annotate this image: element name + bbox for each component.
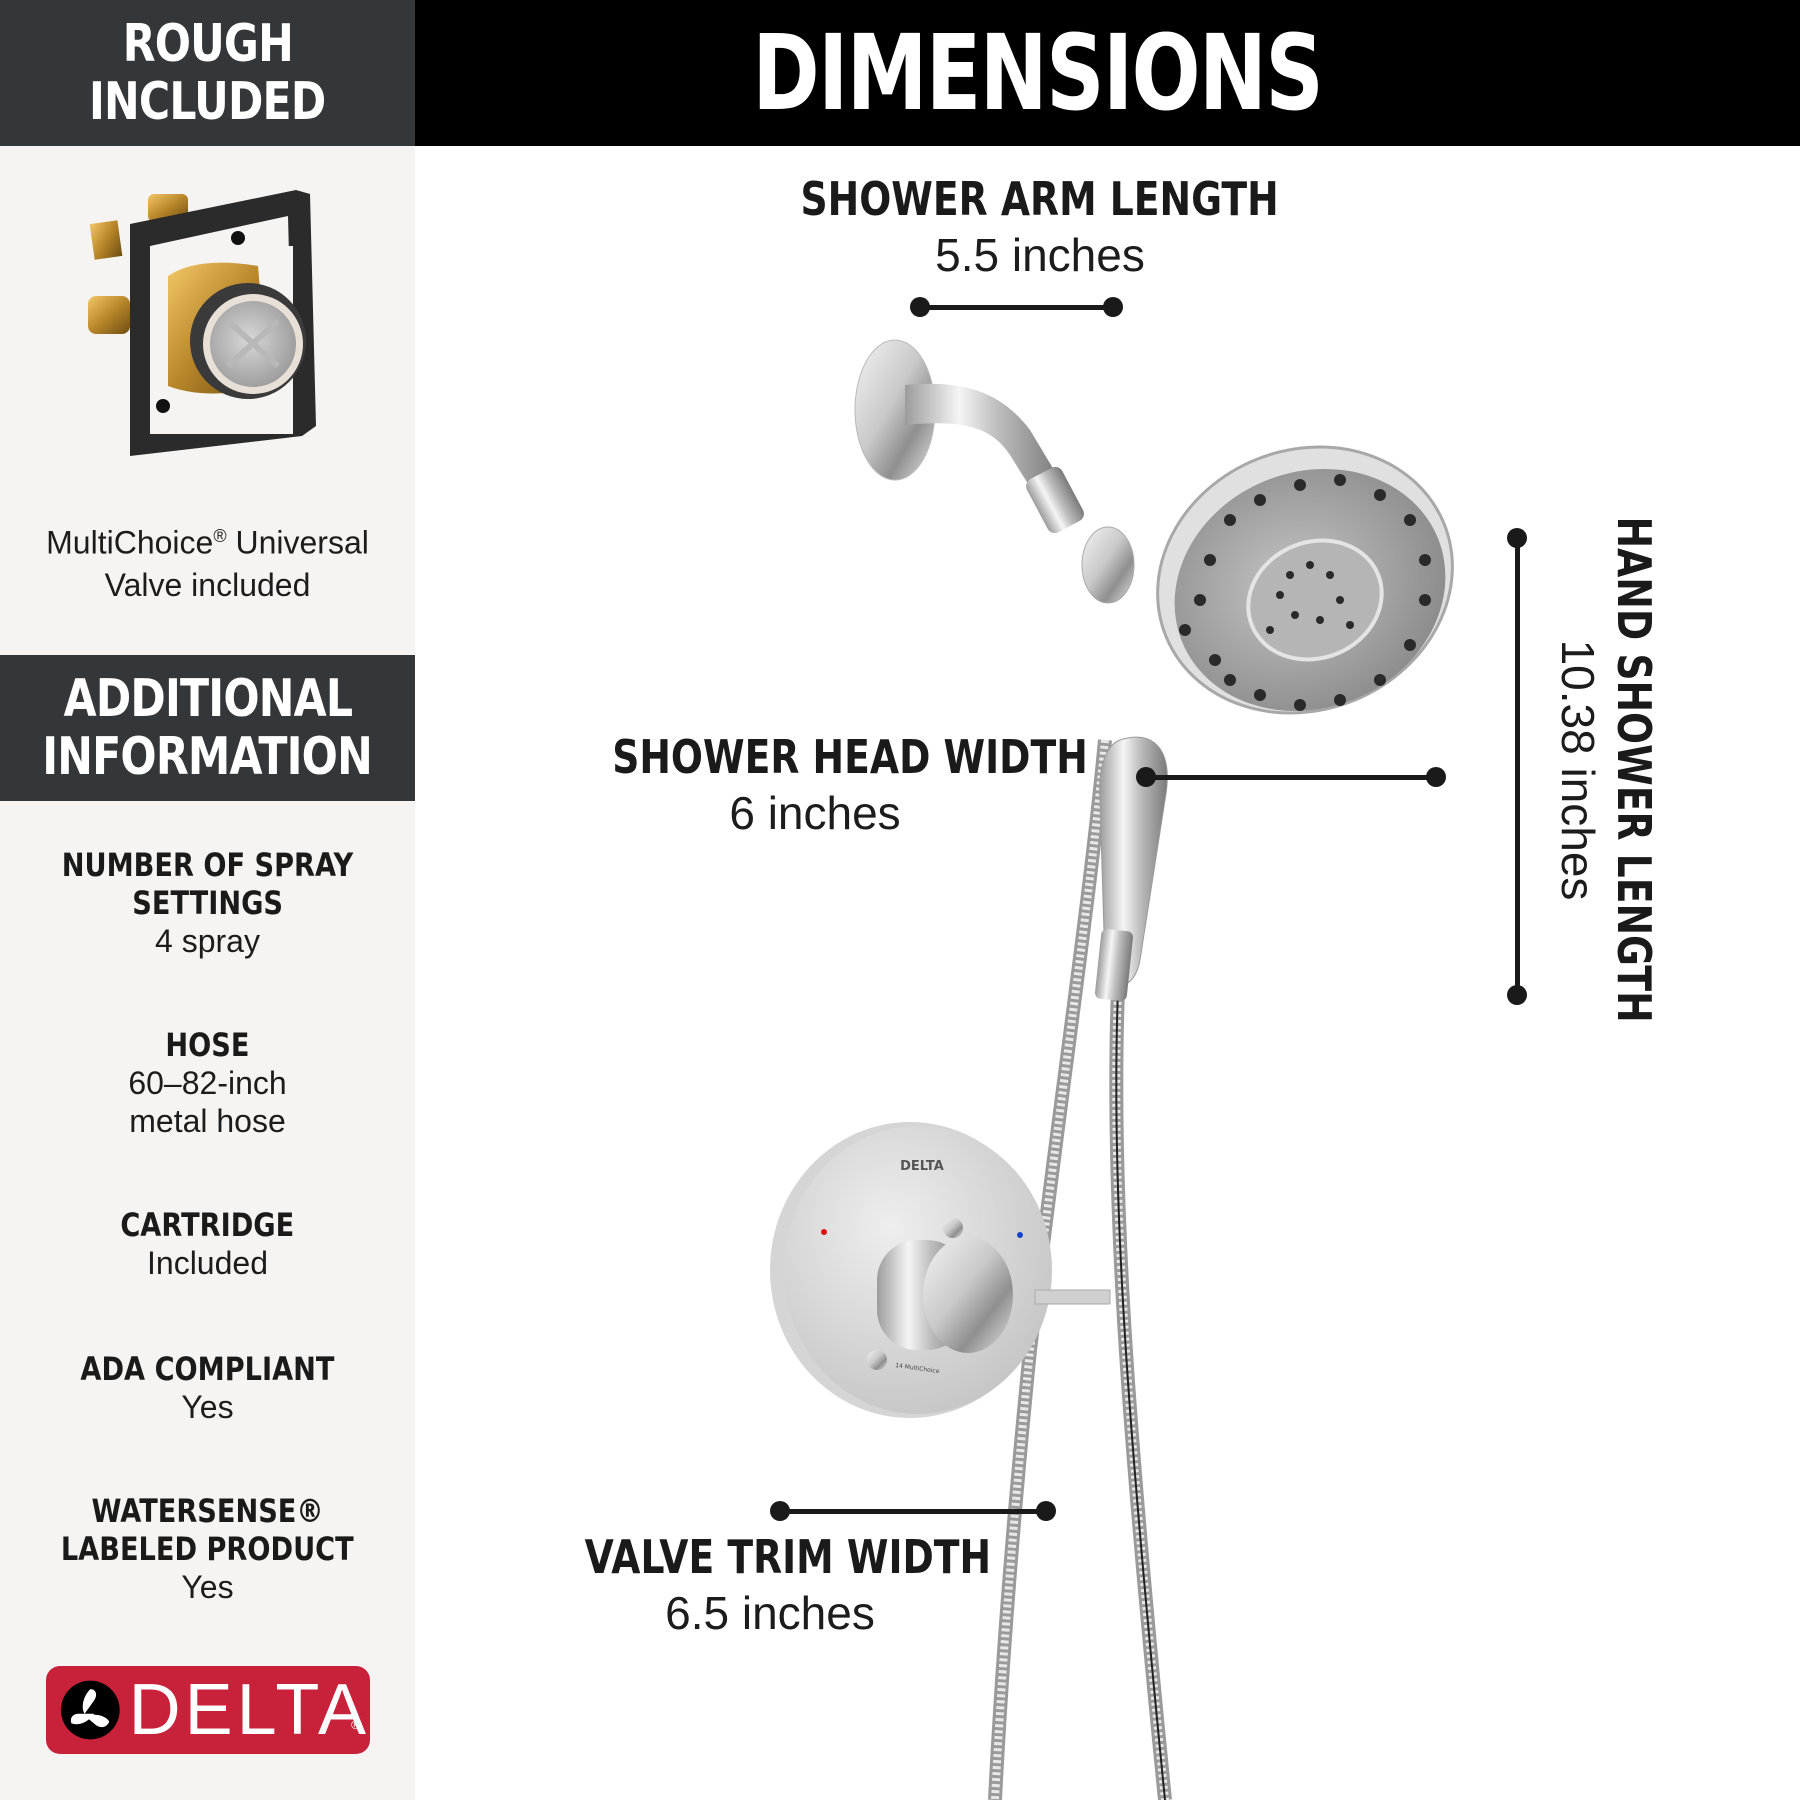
label-text: SHOWER HEAD WIDTH xyxy=(612,730,1088,784)
caption-brand: MultiChoice xyxy=(46,524,214,561)
info-hose: HOSE 60–82-inch metal hose xyxy=(0,1026,415,1140)
info-value: Included xyxy=(147,1245,268,1281)
info-value: 60–82-inch xyxy=(128,1065,287,1101)
caption-text: Universal xyxy=(226,524,369,561)
hand-shower-dimension-line xyxy=(1515,538,1520,995)
dimension-label: SHOWER ARM LENGTH xyxy=(740,172,1340,226)
dimension-value: 6 inches xyxy=(729,787,901,839)
hand-shower-dimension: 10.38 inches HAND SHOWER LENGTH xyxy=(1535,517,1675,1023)
additional-information-heading: ADDITIONAL INFORMATION xyxy=(0,655,415,801)
heading-line: INCLUDED xyxy=(89,72,326,132)
dimension-label: HAND SHOWER LENGTH xyxy=(1607,461,1661,1078)
info-value: Yes xyxy=(181,1389,234,1425)
registered-mark: ® xyxy=(213,526,227,546)
dimension-endpoint xyxy=(1103,297,1123,317)
label-line: ADA COMPLIANT xyxy=(80,1350,335,1388)
info-label: CARTRIDGE xyxy=(0,1206,415,1244)
label-text: SHOWER ARM LENGTH xyxy=(800,172,1280,226)
heading-line: ADDITIONAL xyxy=(63,669,352,729)
shower-head-dimension: SHOWER HEAD WIDTH 6 inches xyxy=(560,730,1088,842)
info-cartridge: CARTRIDGE Included xyxy=(0,1206,415,1282)
info-label: SETTINGS xyxy=(0,884,415,922)
label-text: HAND SHOWER LENGTH xyxy=(1607,516,1661,1024)
info-ada-compliant: ADA COMPLIANT Yes xyxy=(0,1350,415,1426)
rough-valve-image xyxy=(88,190,316,456)
label-line: SETTINGS xyxy=(132,884,283,922)
info-label: HOSE xyxy=(0,1026,415,1064)
delta-triangle-icon xyxy=(60,1680,120,1740)
info-label: ADA COMPLIANT xyxy=(0,1350,415,1388)
dimension-endpoint xyxy=(1507,985,1527,1005)
shower-arm-dimension: SHOWER ARM LENGTH 5.5 inches xyxy=(740,172,1340,284)
logo-wordmark: DELTA xyxy=(128,1670,370,1750)
trim-brand-text: DELTA xyxy=(900,1159,944,1174)
valve-trim-dimension-line xyxy=(780,1509,1046,1514)
label-line: CARTRIDGE xyxy=(120,1206,295,1244)
heading-line: ROUGH xyxy=(122,14,293,74)
dimension-value: 5.5 inches xyxy=(935,229,1145,281)
dimension-value: 6.5 inches xyxy=(665,1587,875,1639)
delta-logo: DELTA ® xyxy=(46,1666,370,1754)
info-value: Yes xyxy=(181,1569,234,1605)
info-watersense: WATERSENSE® LABELED PRODUCT Yes xyxy=(0,1492,415,1606)
info-label: NUMBER OF SPRAY xyxy=(0,846,415,884)
page-title: DIMENSIONS xyxy=(752,12,1324,134)
info-spray-settings: NUMBER OF SPRAY SETTINGS 4 spray xyxy=(0,846,415,960)
valve-trim-dimension: VALVE TRIM WIDTH 6.5 inches xyxy=(540,1530,1000,1642)
heading-line: INFORMATION xyxy=(42,727,374,787)
info-value: metal hose xyxy=(129,1103,286,1139)
label-line: LABELED PRODUCT xyxy=(61,1530,354,1568)
shower-product-illustration: DELTA 14 MultiChoice xyxy=(770,339,1454,1800)
dimension-endpoint xyxy=(770,1501,790,1521)
rough-included-heading: ROUGH INCLUDED xyxy=(0,0,415,146)
label-line: HOSE xyxy=(165,1026,250,1064)
dimension-endpoint xyxy=(1426,767,1446,787)
shower-arm-dimension-line xyxy=(920,305,1113,310)
dimension-label: SHOWER HEAD WIDTH xyxy=(560,730,1088,784)
dimension-value: 10.38 inches xyxy=(1552,639,1604,901)
label-line: NUMBER OF SPRAY xyxy=(61,846,354,884)
info-value: 4 spray xyxy=(155,923,260,959)
page-header: DIMENSIONS xyxy=(415,0,1800,146)
valve-caption: MultiChoice® Universal Valve included xyxy=(0,515,415,606)
shower-head-dimension-line xyxy=(1146,775,1436,780)
caption-text: Valve included xyxy=(104,566,311,603)
dimension-endpoint xyxy=(1136,767,1156,787)
dimension-endpoint xyxy=(910,297,930,317)
sidebar: ROUGH INCLUDED MultiChoice® Universal Va… xyxy=(0,0,415,1800)
label-line: WATERSENSE® xyxy=(91,1492,324,1530)
dimension-endpoint xyxy=(1507,528,1527,548)
dimension-endpoint xyxy=(1036,1501,1056,1521)
dimension-label: VALVE TRIM WIDTH xyxy=(540,1530,1000,1584)
info-label: LABELED PRODUCT xyxy=(0,1530,415,1568)
info-label: WATERSENSE® xyxy=(0,1492,415,1530)
registered-mark: ® xyxy=(351,1718,360,1732)
label-text: VALVE TRIM WIDTH xyxy=(584,1530,992,1584)
